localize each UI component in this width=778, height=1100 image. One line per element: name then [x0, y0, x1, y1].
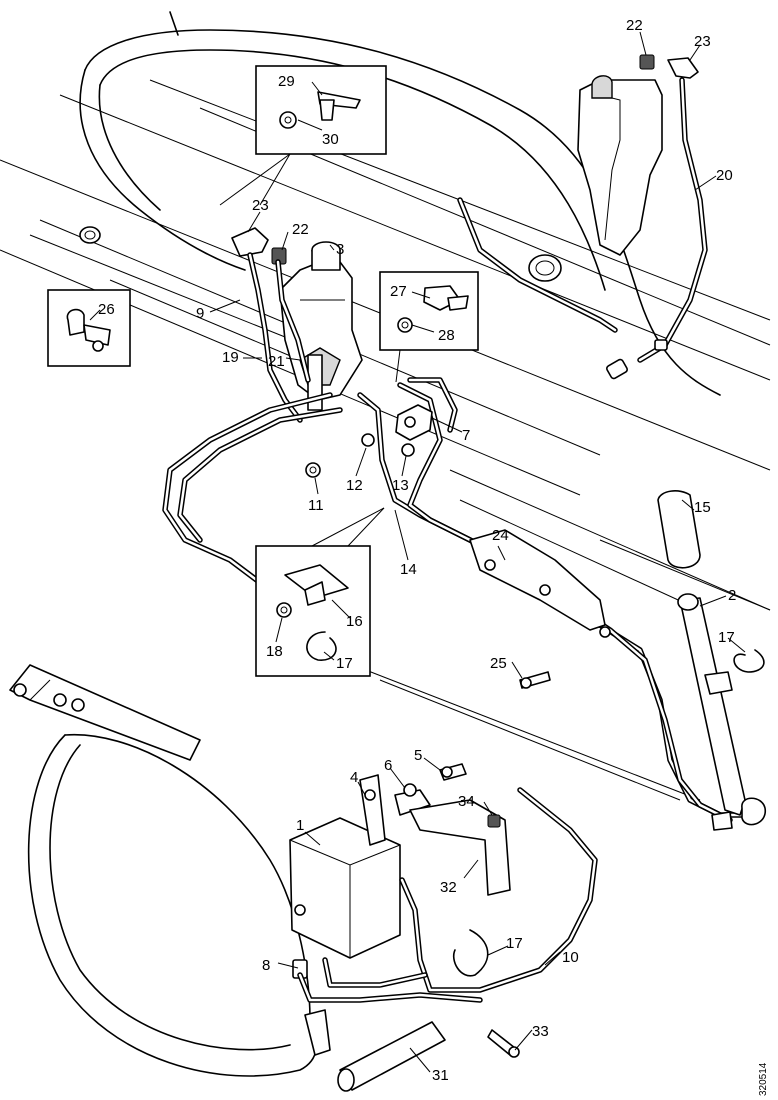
label-15: 15 [694, 499, 711, 516]
label-28: 28 [438, 327, 455, 344]
label-17-right: 17 [718, 629, 735, 646]
label-2: 2 [728, 587, 736, 604]
leader-lines [89, 31, 746, 1073]
label-4: 4 [350, 769, 358, 786]
inset-27-28 [379, 271, 479, 383]
label-14: 14 [400, 561, 417, 578]
label-10: 10 [562, 949, 579, 966]
part-number-labels: 29 30 22 23 20 23 22 3 9 26 19 21 27 28 … [98, 17, 736, 1084]
label-3: 3 [336, 241, 344, 258]
label-24: 24 [492, 527, 509, 544]
label-13: 13 [392, 477, 409, 494]
label-32: 32 [440, 879, 457, 896]
label-29: 29 [278, 73, 295, 90]
label-27: 27 [390, 283, 407, 300]
label-25: 25 [490, 655, 507, 672]
main-hose-run [162, 377, 753, 823]
label-22-top: 22 [626, 17, 643, 34]
label-17-bottom: 17 [506, 935, 523, 952]
label-21: 21 [268, 353, 285, 370]
rail-assembly [469, 529, 611, 689]
inset-29-30 [219, 65, 387, 206]
tee-fitting [305, 404, 433, 478]
label-7: 7 [462, 427, 470, 444]
label-34: 34 [458, 793, 475, 810]
label-30: 30 [322, 131, 339, 148]
wheel-arch [9, 664, 318, 1077]
label-12: 12 [346, 477, 363, 494]
label-6: 6 [384, 757, 392, 774]
label-9: 9 [196, 305, 204, 322]
label-1: 1 [296, 817, 304, 834]
label-11: 11 [308, 497, 324, 514]
label-20: 20 [716, 167, 733, 184]
reservoir-assembly [231, 227, 363, 423]
drawing-number: 320514 [758, 1062, 769, 1096]
upright-bracket-assembly [457, 54, 708, 380]
label-17-inset: 17 [336, 655, 353, 672]
label-26: 26 [98, 301, 115, 318]
label-33: 33 [532, 1023, 549, 1040]
label-23-left: 23 [252, 197, 269, 214]
label-8: 8 [262, 957, 270, 974]
washer-pump-assembly [289, 763, 511, 979]
label-31: 31 [432, 1067, 449, 1084]
label-16: 16 [346, 613, 363, 630]
inset-16-17-18 [255, 507, 385, 677]
lower-hose-run [297, 787, 598, 1092]
inset-26 [47, 289, 131, 367]
label-22-left: 22 [292, 221, 309, 238]
label-19: 19 [222, 349, 239, 366]
nozzle-arm [657, 490, 766, 831]
label-18: 18 [266, 643, 283, 660]
label-5: 5 [414, 747, 422, 764]
label-23-top: 23 [694, 33, 711, 50]
